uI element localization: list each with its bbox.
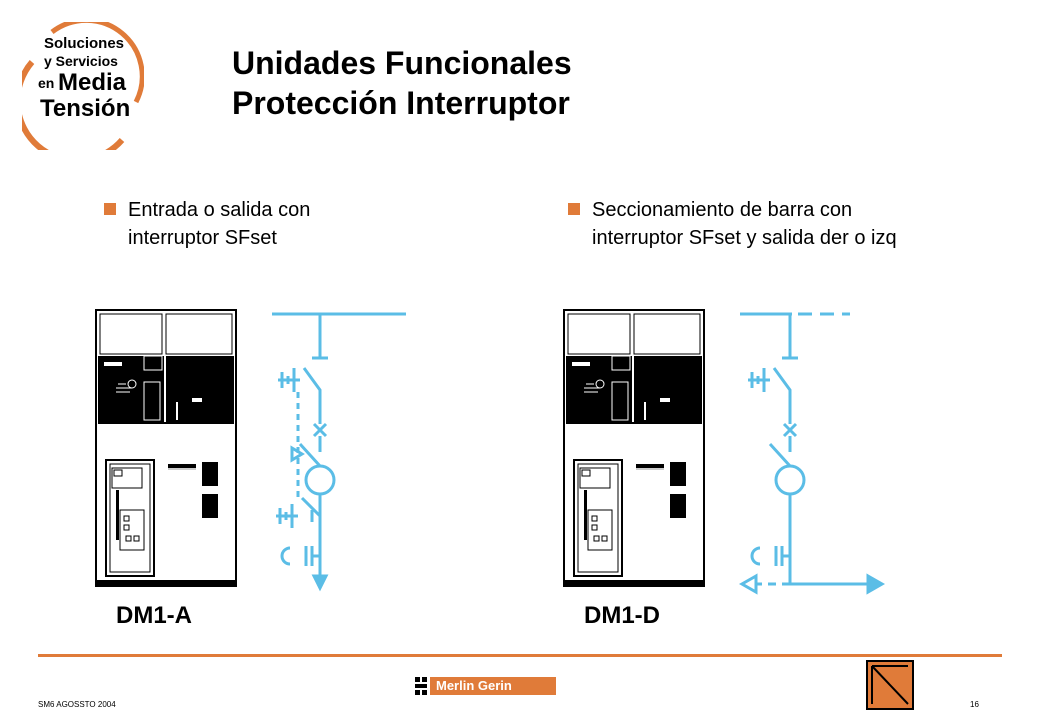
earthing-switch [300,496,322,522]
breaker-switch [768,442,792,468]
brand-banner: Merlin Gerin [430,677,556,695]
disconnector-x [312,422,328,438]
logo-arc [22,60,125,150]
conductor-out-right [788,494,870,586]
square-bullet-icon [568,203,580,215]
page-title-line-2: Protección Interruptor [232,85,570,121]
logo-line-4: Tensión [40,95,130,122]
disconnector-switch [772,367,792,424]
logo-line-2: y Servicios [44,53,118,69]
current-transformer-icon [304,464,336,496]
single-line-diagram-dm1-a [272,312,406,592]
unit-label-dm1-a: DM1-A [116,602,192,629]
brand-name: Merlin Gerin [436,678,512,693]
cabinet-dm1-a [95,309,237,587]
disconnector-switch [302,367,322,424]
busbar-drop [312,314,328,360]
logo-line-3-prefix: en [38,75,54,91]
logo-line-1: Soluciones [44,35,124,52]
unit-label-dm1-d: DM1-D [584,602,660,629]
busbar-drop [782,314,798,360]
cabinet-dm1-d [563,309,705,587]
disconnector-x [782,422,798,438]
earth-symbol-top [278,368,300,392]
page-title-line-1: Unidades Funcionales [232,45,572,81]
bullet-right-line-2: interruptor SFset y salida der o izq [592,227,897,249]
breaker-switch [298,442,322,468]
bullet-right: Seccionamiento de barra con interruptor … [568,196,988,256]
logo-line-3-main: Media [58,69,127,96]
capacitor-divider [280,546,320,566]
cable-arrow [311,574,329,592]
bullet-right-line-1: Seccionamiento de barra con [592,199,853,221]
earth-symbol-bottom [276,504,298,528]
outgoing-arrow-left [738,573,758,595]
square-bullet-icon [104,203,116,215]
logo: Soluciones y Servicios en Media Tensión [22,22,144,150]
next-slide-button[interactable] [866,660,914,710]
footer-divider [38,654,1002,657]
current-transformer-icon [774,464,806,496]
page-number: 16 [970,700,979,709]
earth-symbol-top [748,368,770,392]
next-slide-icon [871,665,909,705]
bullet-left-text: Entrada o salida con interruptor SFset [128,196,310,252]
logo-arc-top [50,22,144,104]
footer-date: SM6 AGOSSTO 2004 [38,700,116,709]
bullet-left-line-2: interruptor SFset [128,227,277,249]
merlin-gerin-mark-icon [414,676,428,696]
capacitor-divider [750,546,790,566]
single-line-diagram-dm1-d [738,312,886,595]
bullet-right-text: Seccionamiento de barra con interruptor … [592,196,897,252]
bullet-left: Entrada o salida con interruptor SFset [104,196,464,256]
interlock-arrow [290,445,305,463]
outgoing-arrow-right [866,573,886,595]
bullet-left-line-1: Entrada o salida con [128,199,311,221]
